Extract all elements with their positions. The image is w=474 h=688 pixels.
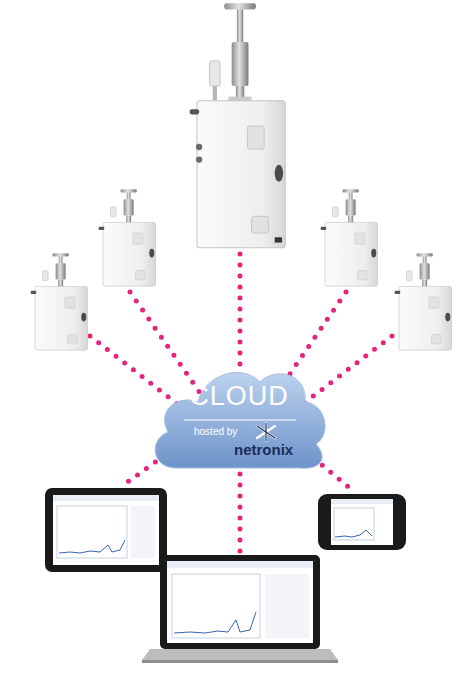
phone — [318, 494, 406, 550]
host-label: hosted by — [194, 426, 254, 437]
laptop — [142, 555, 338, 663]
tablet-frame — [45, 488, 167, 572]
air-monitor — [395, 253, 452, 350]
dotted-link — [295, 336, 392, 410]
tablet — [45, 488, 167, 572]
chart-line — [59, 540, 125, 553]
divider-line — [184, 420, 296, 421]
air-monitor — [31, 253, 88, 350]
chart-frame — [57, 506, 127, 558]
phone-screen — [331, 499, 393, 545]
air-monitor — [321, 189, 378, 286]
screen-header — [167, 561, 313, 568]
laptop-edge — [142, 660, 338, 663]
laptop-base — [142, 649, 338, 660]
chart-line — [174, 612, 256, 633]
laptop-screen — [167, 561, 313, 643]
logo-star — [257, 423, 275, 441]
air-monitor — [190, 3, 286, 248]
side-panel — [131, 506, 155, 558]
tablet-screen — [53, 495, 159, 565]
chart-frame — [172, 574, 260, 638]
air-monitor — [99, 189, 156, 286]
screen-header — [331, 499, 393, 504]
laptop-bezel — [160, 555, 320, 649]
netronix-logo — [257, 423, 275, 441]
chart-frame — [334, 508, 374, 540]
cloud-node: CLOUD hosted by netronix — [148, 360, 330, 472]
dotted-link — [90, 336, 185, 410]
screen-header — [53, 495, 159, 501]
side-panel — [265, 574, 309, 638]
phone-frame — [318, 494, 406, 550]
chart-line — [335, 530, 372, 537]
brand-name: netronix — [234, 442, 314, 459]
cloud-title: CLOUD — [148, 382, 330, 412]
logo-star — [257, 423, 275, 441]
